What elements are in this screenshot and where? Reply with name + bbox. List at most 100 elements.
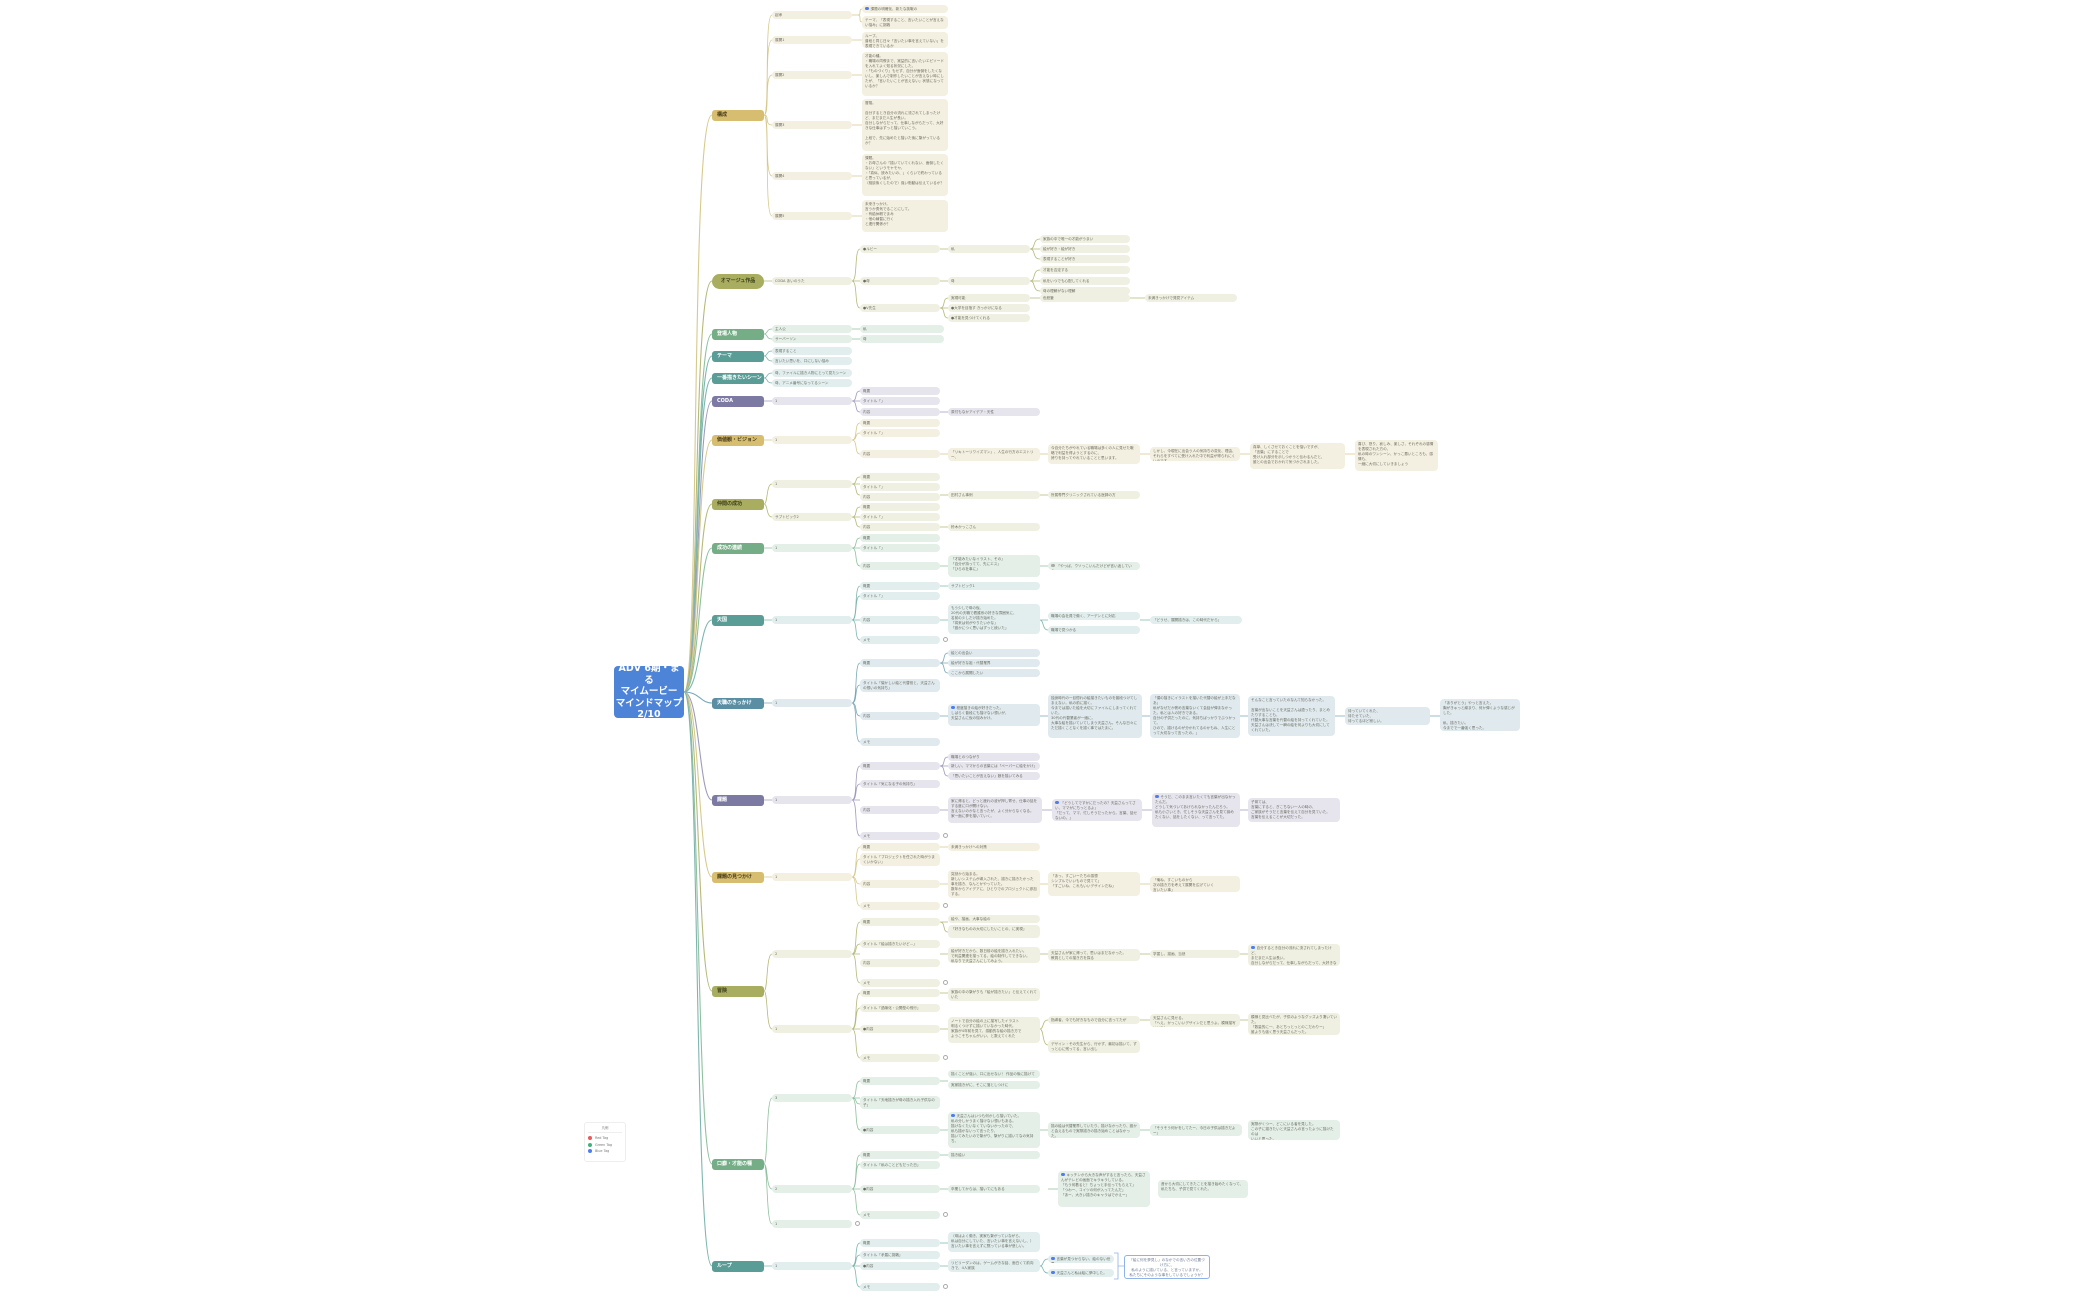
topic-note[interactable]: 母、アニメ番号になってるシーン xyxy=(772,379,852,387)
topic-mom[interactable]: 母 xyxy=(948,277,1030,285)
topic-note[interactable]: 「あっ、すごいーたちの感想 シンプルでいいもので見てて」 「すごいね、これもいい… xyxy=(1048,872,1140,896)
collapse-toggle[interactable] xyxy=(943,1212,948,1217)
topic-note[interactable]: 実家描きがに、そこに落としつけに xyxy=(948,1081,1040,1089)
topic-note[interactable]: 絵が好きな祖・代替業界 xyxy=(948,659,1040,667)
topic-title[interactable]: タイトル「過疎化・公開型の飛行」 xyxy=(860,1004,940,1012)
topic-note[interactable]: 絵が好き・絵が好き xyxy=(1040,245,1130,253)
topic-note[interactable]: しかし、今現在に出会う人の気持ちの変化、理由、 それらをすべてに受け入れた中で利… xyxy=(1150,447,1240,461)
topic-title[interactable]: タイトル「」 xyxy=(860,483,940,491)
topic-note[interactable]: 原付もなかアイデア・天性 xyxy=(948,408,1040,416)
topic-note[interactable]: 私 xyxy=(860,325,944,333)
topic-note[interactable]: デザイン・その先生から、行かず、最初は描いて、ずっと心に残ってる、言い出し xyxy=(1048,1040,1140,1053)
topic-tenkai-3[interactable]: 展開3 xyxy=(772,121,852,129)
topic-note[interactable]: 「思いたいことが言えない」娘を描いてみる xyxy=(948,772,1040,780)
topic-title[interactable]: タイトル「気になる子の気持ち」 xyxy=(860,780,940,788)
topic-note[interactable]: 天益さんに見せる。 「へえ、かっこいいデザインだと思うよ。模様描写いいね！」 xyxy=(1150,1014,1240,1027)
branch-tojo[interactable]: 登場人物 xyxy=(712,329,764,340)
topic-naiyou[interactable]: 内容 xyxy=(860,450,940,458)
topic-note[interactable]: 冒険。 自分するとき自分の流れに流されてしまったけど、まだまだ人生が長い。 自分… xyxy=(862,99,948,151)
topic-title[interactable]: タイトル「」 xyxy=(860,429,940,437)
branch-omage[interactable]: オマージュ作品 xyxy=(712,274,764,289)
topic-1[interactable]: 1 xyxy=(772,1220,852,1228)
topic-note[interactable]: 喜び、怒り、哀しみ、楽しさ、それぞれの感情を表現された方の、 私の時のワンシーン… xyxy=(1355,440,1438,471)
topic-note[interactable]: 「ありがとう」やっと言えた。 胸がきゅっと締まり、何か弾くような感じがした。 私… xyxy=(1440,699,1520,731)
topic-naiyou[interactable]: 内容 xyxy=(860,880,940,888)
topic-1[interactable]: 1 xyxy=(772,1262,852,1270)
topic-title[interactable]: タイトル「」 xyxy=(860,513,940,521)
topic-naiyou[interactable]: 内容 xyxy=(860,493,940,501)
topic-note[interactable]: 絵や、描画、大事な絵の xyxy=(948,915,1040,923)
topic-kishou[interactable]: 起承 xyxy=(772,11,852,19)
topic-title[interactable]: タイトル「私のことどもだった日」 xyxy=(860,1161,940,1169)
topic-note[interactable]: 描き絵い xyxy=(948,1151,1040,1159)
branch-kadai-kikkake[interactable]: 課題の見つかけ xyxy=(712,872,764,883)
branch-loop[interactable]: ループ xyxy=(712,1261,764,1272)
topic-note[interactable]: 昔から大切にしてきたことを描き始めたくなって、 私たちも、子供で見てくれた。 xyxy=(1158,1180,1248,1198)
topic-me[interactable]: 私 xyxy=(948,245,1030,253)
topic-gaiyou[interactable]: 概要 xyxy=(860,387,940,395)
branch-tengoku[interactable]: 天国 xyxy=(712,615,764,626)
branch-theme[interactable]: テーマ xyxy=(712,351,764,362)
branch-ichiban[interactable]: 一番描きたいシーン xyxy=(712,373,764,384)
topic-gaiyou[interactable]: 概要 xyxy=(860,762,940,770)
topic-note[interactable]: 家に帰ると、どっと疲れの波が押し寄せ、仕事の話をする度に口が開けない。 言えない… xyxy=(948,797,1042,823)
topic-note[interactable]: 母、ファイルに描き人物にとって見たシーン xyxy=(772,369,852,377)
topic-note[interactable]: 所属専門クリニックされている医師の方 xyxy=(1048,491,1140,499)
topic-note[interactable]: 今自分たちがやれている職場は多くの人に見せた戦略で利益を得ようとするのに、 誇り… xyxy=(1048,444,1140,464)
summary-callout[interactable]: 「絵に何を夢見し」のなかでの言い方の位置づけ方に、 私のように描いている、と言っ… xyxy=(1124,1255,1210,1279)
topic-naiyou[interactable]: 内容 xyxy=(860,806,940,814)
topic-gaiyou[interactable]: 概要 xyxy=(860,843,940,851)
topic-memo[interactable]: メモ xyxy=(860,902,940,910)
collapse-toggle[interactable] xyxy=(943,1055,948,1060)
topic-note[interactable]: 天益さんが家に帰って、思いはまだなかった。 教員としての描き方を探る xyxy=(1048,949,1140,961)
topic-note[interactable]: 職場とのつながり xyxy=(948,753,1040,761)
collapse-toggle[interactable] xyxy=(855,1221,860,1226)
topic-naiyou[interactable]: ●内容 xyxy=(860,1262,940,1270)
topic-note[interactable]: 「リキトーリワイズマン」、人生の行方のエストリー、 xyxy=(948,448,1040,461)
topic-tenkai-2[interactable]: 展開2 xyxy=(772,71,852,79)
topic-gaiyou[interactable]: 概要 xyxy=(860,918,940,926)
topic-note[interactable]: 色鉛筆 xyxy=(1040,294,1130,302)
topic-1[interactable]: 1 xyxy=(772,397,852,405)
topic-gaiyou[interactable]: 概要 xyxy=(860,419,940,427)
topic-note[interactable]: 絵との出会い xyxy=(948,649,1040,657)
topic-note[interactable]: そうだ、このまま言いたくても言葉が出なかったんだ。 どうして気づいてあげられなか… xyxy=(1152,793,1240,827)
topic-note[interactable]: （母はよく働き、実家も繋がっていながら、 私は自分にしていた、言いたい事を言えな… xyxy=(948,1232,1040,1252)
topic-note[interactable]: 「才能みたいなイラスト、その」 「自分が持ってて、先にエス」 「ひらの社事に」 xyxy=(948,555,1040,577)
topic-note[interactable]: ノートで自分の絵の上に描写したイラスト 明るくつけずに描いていなかった時代。 家… xyxy=(948,1017,1040,1043)
topic-naiyou[interactable]: 内容 xyxy=(860,408,940,416)
topic-note[interactable]: 未来きっかけ。 言うか勇気でることにして。 ・有給休暇でまみ ・他の練習に行く … xyxy=(862,200,948,232)
branch-kousei[interactable]: 構成 xyxy=(712,110,764,121)
topic-note[interactable]: 卒業してからは、描いてにもある xyxy=(948,1185,1040,1193)
topic-note[interactable]: 鈴木かっこさん xyxy=(948,523,1040,531)
topic-gaiyou[interactable]: 概要 xyxy=(860,473,940,481)
topic-note[interactable]: 「僕の描きにイラストを描いた代替の絵が上手だなあ」 私がなぜだか褒め言葉ないくて… xyxy=(1150,694,1240,738)
topic-note[interactable]: 職場の会社員で働く、アーデンとに対応 xyxy=(1048,612,1140,620)
topic-naiyou[interactable]: 内容 xyxy=(860,712,940,720)
topic-1[interactable]: 1 xyxy=(772,436,852,444)
topic-note[interactable]: 未満きっかけへの対策 xyxy=(948,843,1040,851)
topic-title[interactable]: タイトル「絵は描きたいけど…」 xyxy=(860,940,940,948)
topic-1[interactable]: 1 xyxy=(772,480,852,488)
topic-memo[interactable]: メモ xyxy=(860,979,940,987)
topic-note[interactable]: ●才能を見つけてくれる xyxy=(948,314,1030,322)
topic-gaiyou[interactable]: 概要 xyxy=(860,582,940,590)
topic-note[interactable]: ここから展開したい xyxy=(948,669,1040,677)
topic-1[interactable]: 1 xyxy=(772,616,852,624)
topic-naiyou[interactable]: ●内容 xyxy=(860,1126,940,1134)
topic-1[interactable]: 1 xyxy=(772,544,852,552)
topic-memo[interactable]: メモ xyxy=(860,1283,940,1291)
topic-note[interactable]: 新しい、ママからの言葉には「ペーパーに絵をかけ」 xyxy=(948,762,1040,770)
topic-note[interactable]: 田村さん事例 xyxy=(948,491,1040,499)
topic-naiyou[interactable]: 内容 xyxy=(860,562,940,570)
collapse-toggle[interactable] xyxy=(943,903,948,908)
topic-note[interactable]: サブトピック1 xyxy=(948,582,1040,590)
topic-note[interactable]: 「どうしてですかにだったの？天益さんってさい、ママがにちっとるよ」 「だって、マ… xyxy=(1052,799,1142,821)
topic-naiyou[interactable]: ●内容 xyxy=(860,1025,940,1033)
topic-note[interactable]: 才能を否定する xyxy=(1040,266,1130,274)
topic-v-teacher[interactable]: ●V先生 xyxy=(860,304,940,312)
branch-kuchiguse[interactable]: 口癖・才能の種 xyxy=(712,1159,764,1170)
topic-note[interactable]: ループ。 普段と同じ日々「言いたい事を言えていない」を表現できているか xyxy=(862,32,948,48)
topic-note[interactable]: 「やっぱ、ウソっこいんだけどが言い返していう」 xyxy=(1048,562,1140,570)
